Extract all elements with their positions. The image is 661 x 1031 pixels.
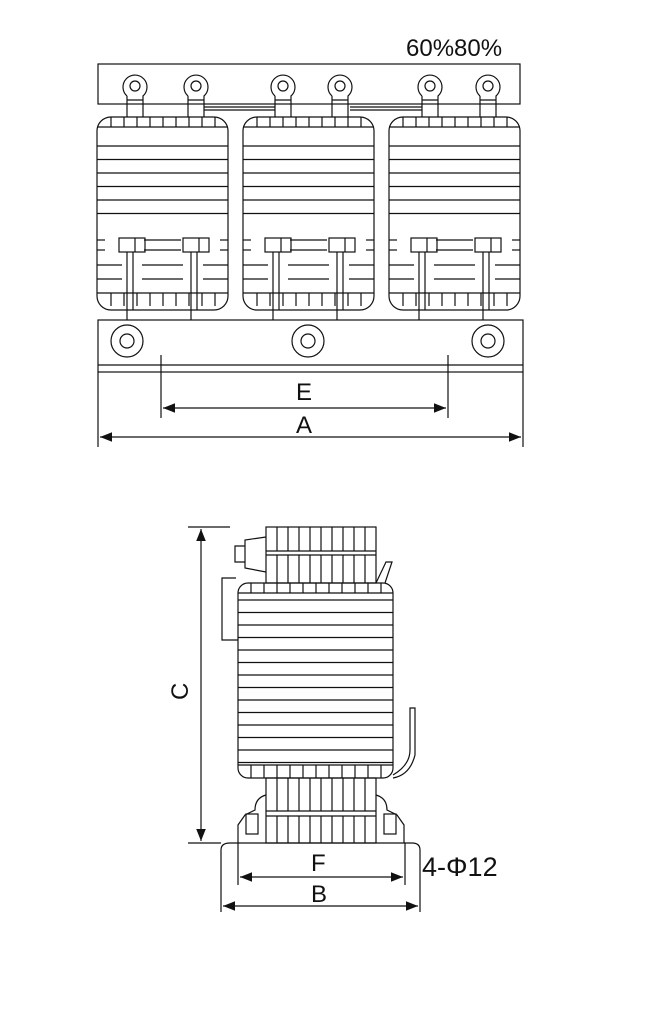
lead bbox=[221, 577, 238, 641]
terminal-hole bbox=[129, 80, 141, 92]
mount-hole bbox=[119, 333, 135, 349]
top-terminal bbox=[234, 536, 267, 573]
terminal-hole bbox=[277, 80, 289, 92]
mount-hole bbox=[300, 333, 316, 349]
terminal-lug bbox=[327, 74, 353, 117]
dimension-a-label: A bbox=[296, 412, 312, 439]
mount-holes bbox=[110, 324, 505, 358]
lead bbox=[392, 707, 416, 779]
dimension-c-label: C bbox=[167, 683, 194, 700]
mounting-holes-label: 4-Φ12 bbox=[422, 852, 498, 882]
tap-block bbox=[118, 237, 146, 253]
lead bbox=[375, 561, 393, 584]
terminal-hole bbox=[334, 80, 346, 92]
dimension-f-label: F bbox=[311, 850, 326, 877]
side-view: C F B 4-Φ12 bbox=[167, 526, 498, 912]
terminal-hole bbox=[190, 80, 202, 92]
base-frame bbox=[97, 319, 524, 373]
mount-boss bbox=[110, 324, 144, 358]
terminal-lug bbox=[475, 74, 501, 117]
mount-boss bbox=[291, 324, 325, 358]
terminals bbox=[122, 74, 501, 117]
terminal-lug bbox=[122, 74, 148, 117]
tap-block bbox=[328, 237, 356, 253]
bolt bbox=[245, 813, 259, 835]
front-view: 60%80% E A bbox=[96, 35, 524, 447]
tap-block bbox=[182, 237, 210, 253]
coils bbox=[96, 116, 521, 320]
mount-hole bbox=[480, 333, 496, 349]
terminal-hole bbox=[424, 80, 436, 92]
dimension-e-label: E bbox=[296, 379, 312, 406]
terminal-lug bbox=[183, 74, 209, 117]
mount-boss bbox=[471, 324, 505, 358]
terminal-board bbox=[97, 63, 521, 105]
bolt bbox=[383, 813, 397, 835]
tap-block bbox=[410, 237, 438, 253]
terminal-hole bbox=[482, 80, 494, 92]
tap-label: 60%80% bbox=[406, 35, 502, 62]
tap-block bbox=[264, 237, 292, 253]
tap-block bbox=[474, 237, 502, 253]
dimension-b-label: B bbox=[311, 881, 327, 908]
